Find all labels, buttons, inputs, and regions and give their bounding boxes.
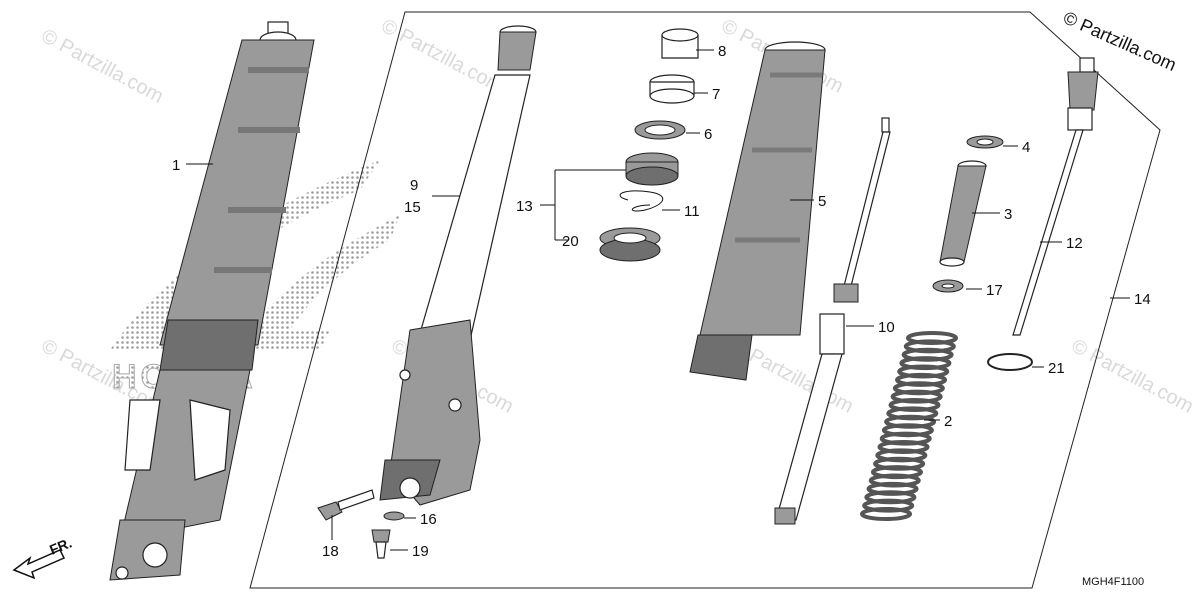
leader-lines: [186, 49, 1130, 551]
bolts: [317, 489, 405, 559]
watermark-text: © Partzilla.com: [1068, 335, 1197, 418]
callout-8: 8: [718, 43, 726, 60]
callout-10: 10: [878, 319, 895, 336]
outer-tube-part-5: [689, 41, 826, 381]
callout-7: 7: [712, 86, 720, 103]
callout-16: 16: [420, 511, 437, 528]
callout-14: 14: [1134, 291, 1151, 308]
direction-label: FR.: [47, 534, 74, 557]
callout-11: 11: [684, 203, 700, 220]
spring-coil: [860, 507, 912, 521]
callout-12: 12: [1066, 235, 1083, 252]
diagram-code: MGH4F1100: [1082, 576, 1144, 588]
callout-4: 4: [1022, 139, 1030, 156]
callout-18: 18: [322, 543, 339, 560]
callout-13: 13: [516, 198, 533, 215]
watermark-text: © Partzilla.com: [38, 25, 167, 108]
assembly-boundary: [249, 11, 1161, 589]
callout-2: 2: [944, 413, 952, 430]
spring-part-2: [860, 331, 958, 521]
callout-1: 1: [172, 157, 180, 174]
callout-6: 6: [704, 126, 712, 143]
callout-20: 20: [562, 233, 579, 250]
callout-5: 5: [818, 193, 826, 210]
callout-17: 17: [986, 282, 1003, 299]
front-direction-arrow: FR.: [12, 534, 74, 580]
fork-assembly-part-1: [109, 21, 315, 581]
callout-21: 21: [1048, 360, 1065, 377]
damper-rod-part-10: [774, 117, 891, 525]
watermark-text: © Partzilla.com: [378, 15, 507, 98]
cap-bolt-part-12: [987, 57, 1099, 371]
callout-9: 9: [410, 177, 418, 194]
callout-3: 3: [1004, 206, 1012, 223]
callout-labels: 1 2 3 4 5 6 7 8 9 10 11 12 13 14 15 16 1…: [172, 43, 1151, 560]
copyright-text: © Partzilla.com: [1060, 7, 1179, 75]
fork-tube-part-9: [379, 25, 537, 506]
seal-stack: [599, 28, 699, 262]
callout-19: 19: [412, 543, 429, 560]
spacer-parts: [932, 135, 1004, 293]
callout-15: 15: [404, 199, 421, 216]
